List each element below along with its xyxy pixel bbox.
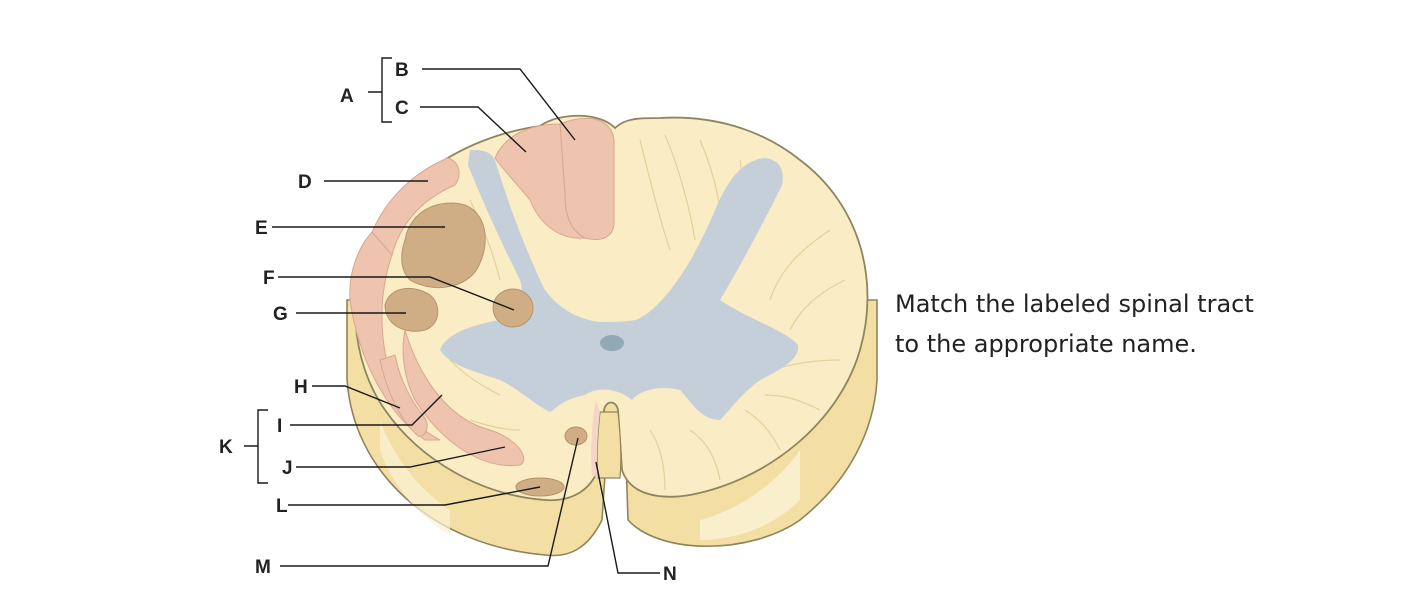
tract-d bbox=[371, 157, 460, 257]
anterior-median-fissure bbox=[596, 411, 622, 479]
label-f: F bbox=[263, 268, 275, 289]
label-c: C bbox=[395, 98, 409, 119]
label-j: J bbox=[282, 458, 293, 479]
instructions-text: Match the labeled spinal tract to the ap… bbox=[895, 284, 1375, 364]
tract-m bbox=[564, 426, 588, 446]
instructions-line-1: Match the labeled spinal tract bbox=[895, 290, 1254, 318]
bracket-k bbox=[244, 409, 268, 484]
label-m: M bbox=[255, 557, 271, 578]
leader-m bbox=[280, 437, 579, 567]
leader-n bbox=[595, 461, 660, 574]
anterior-fissure-lining bbox=[591, 400, 600, 478]
label-l: L bbox=[276, 496, 288, 517]
tract-e bbox=[401, 202, 486, 289]
bracket-a bbox=[368, 57, 392, 123]
leader-i bbox=[290, 394, 443, 426]
tract-h bbox=[379, 354, 428, 437]
label-k: K bbox=[219, 437, 233, 458]
label-n: N bbox=[663, 564, 677, 585]
label-e: E bbox=[255, 218, 268, 239]
tract-c-fasciculus-region bbox=[494, 123, 587, 239]
leader-j bbox=[296, 446, 506, 468]
label-g: G bbox=[273, 304, 288, 325]
instructions-line-2: to the appropriate name. bbox=[895, 330, 1197, 358]
tract-g bbox=[384, 287, 439, 332]
label-d: D bbox=[298, 172, 312, 193]
label-h: H bbox=[294, 377, 308, 398]
label-i: I bbox=[277, 416, 282, 437]
leader-h bbox=[312, 385, 401, 409]
leader-l bbox=[288, 486, 541, 506]
leader-b bbox=[422, 68, 576, 141]
leader-c bbox=[420, 106, 527, 153]
cord-side-highlight bbox=[700, 450, 800, 540]
tract-f bbox=[492, 288, 534, 328]
cord-side-highlight-left bbox=[380, 420, 450, 535]
central-canal bbox=[600, 335, 624, 351]
label-b: B bbox=[395, 60, 409, 81]
leader-f bbox=[278, 276, 515, 311]
tract-i-j-band bbox=[402, 329, 525, 467]
gray-matter bbox=[440, 150, 799, 420]
label-a: A bbox=[340, 86, 354, 107]
